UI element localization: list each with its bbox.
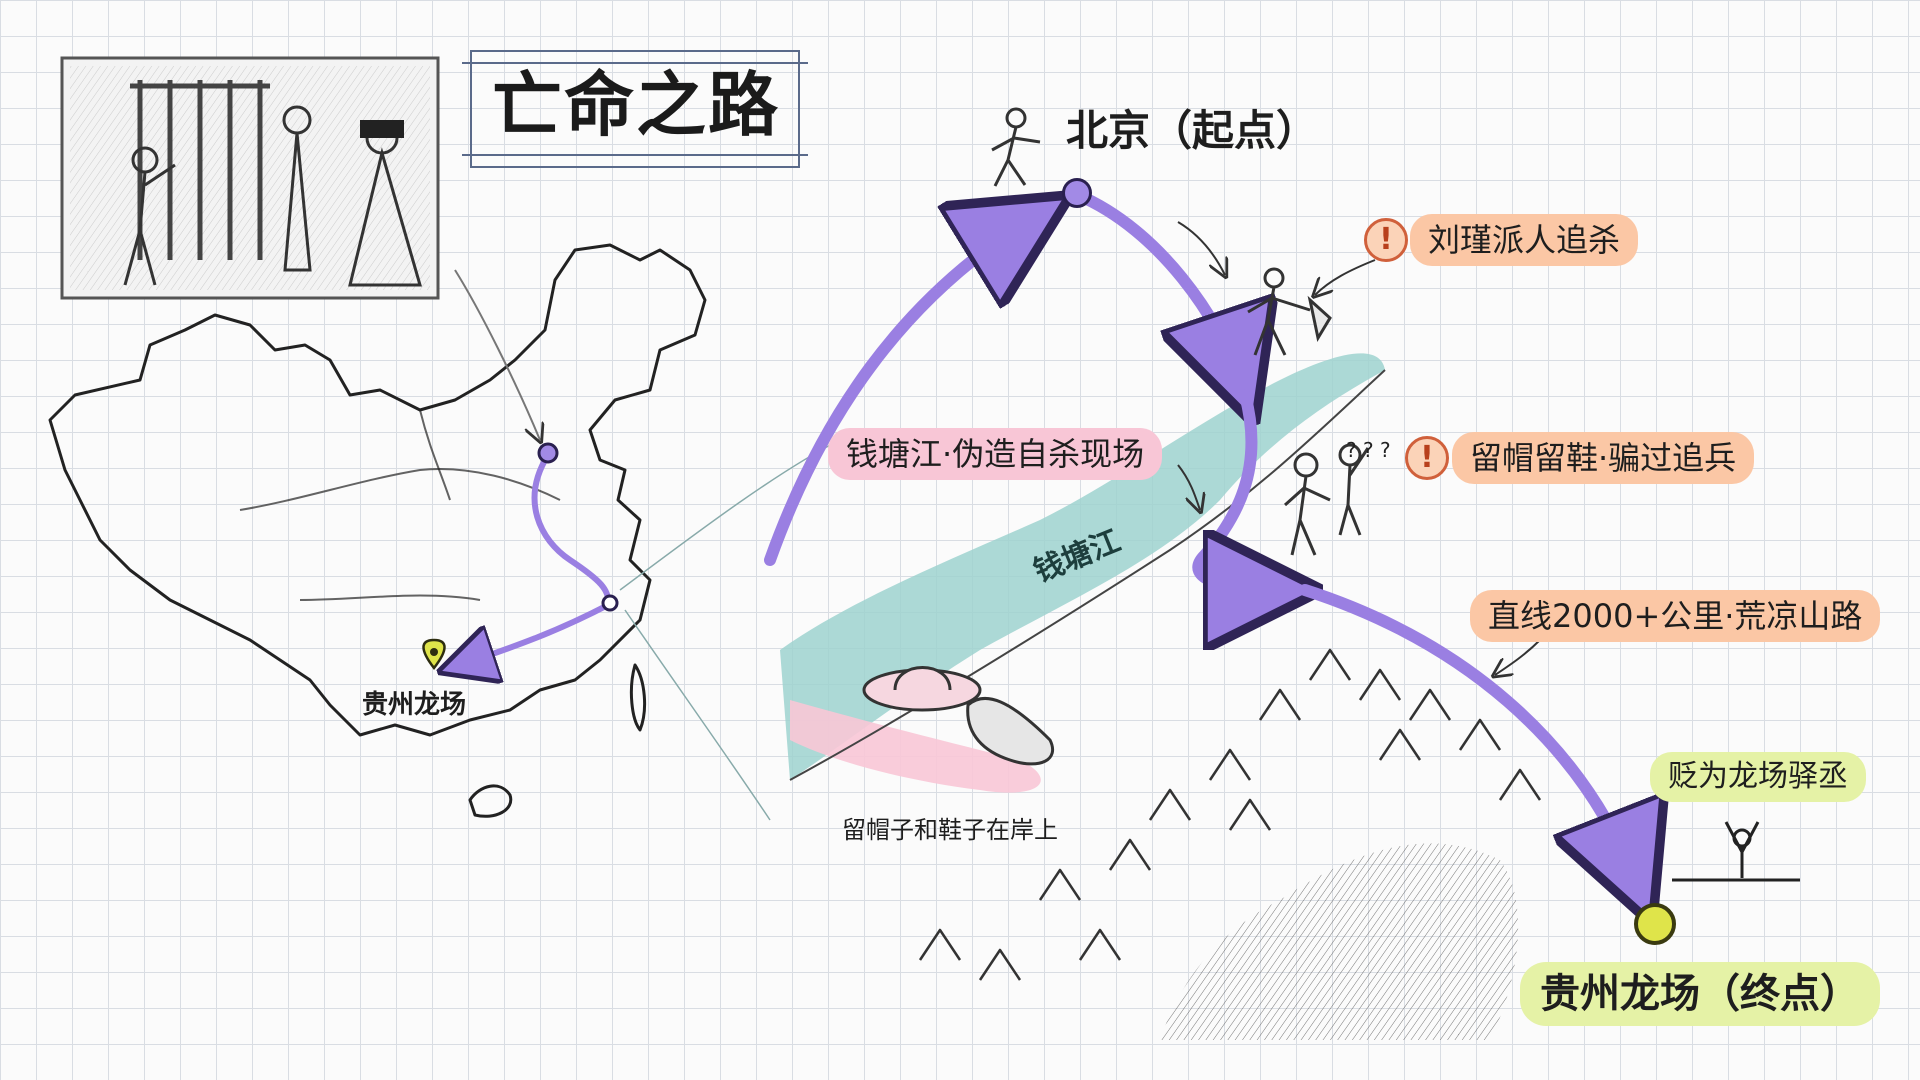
map-route	[455, 269, 841, 821]
page-title: 亡命之路	[492, 64, 780, 146]
shoe-icon	[966, 696, 1054, 766]
annotation-arrows	[1177, 221, 1541, 675]
label-guizhou-end: 贵州龙场（终点）	[1520, 962, 1880, 1026]
arms-raised-figure-icon	[1672, 821, 1800, 882]
label-beijing-start: 北京（起点）	[1066, 106, 1319, 155]
running-man-icon	[991, 107, 1041, 187]
pursuer-icon	[1247, 267, 1332, 356]
warning-icon: !	[1405, 436, 1449, 480]
start-point-beijing	[1062, 178, 1092, 208]
label-guizhou-map: 贵州龙场	[362, 690, 467, 720]
main-route	[764, 189, 1635, 880]
label-hat-shoes-trick: 留帽留鞋·骗过追兵	[1452, 432, 1755, 484]
label-qiantang-fake: 钱塘江·伪造自杀现场	[828, 428, 1163, 480]
label-distance: 直线2000+公里·荒凉山路	[1470, 590, 1881, 642]
end-point-guizhou	[1634, 903, 1676, 945]
hat-icon	[862, 666, 982, 712]
warning-icon: !	[1364, 218, 1408, 262]
confused-soldiers-icon	[1283, 443, 1370, 556]
title-frame	[462, 50, 808, 168]
label-demoted: 贬为龙场驿丞	[1650, 752, 1866, 802]
mountains-icon	[918, 648, 1542, 1040]
location-pin-icon	[422, 638, 446, 671]
label-liu-jin: 刘瑾派人追杀	[1410, 214, 1639, 266]
confused-question-marks: ? ? ?	[1346, 438, 1391, 462]
label-hat-shoes-caption: 留帽子和鞋子在岸上	[842, 816, 1058, 844]
china-map	[48, 243, 707, 818]
prison-scene-icon	[60, 56, 440, 300]
